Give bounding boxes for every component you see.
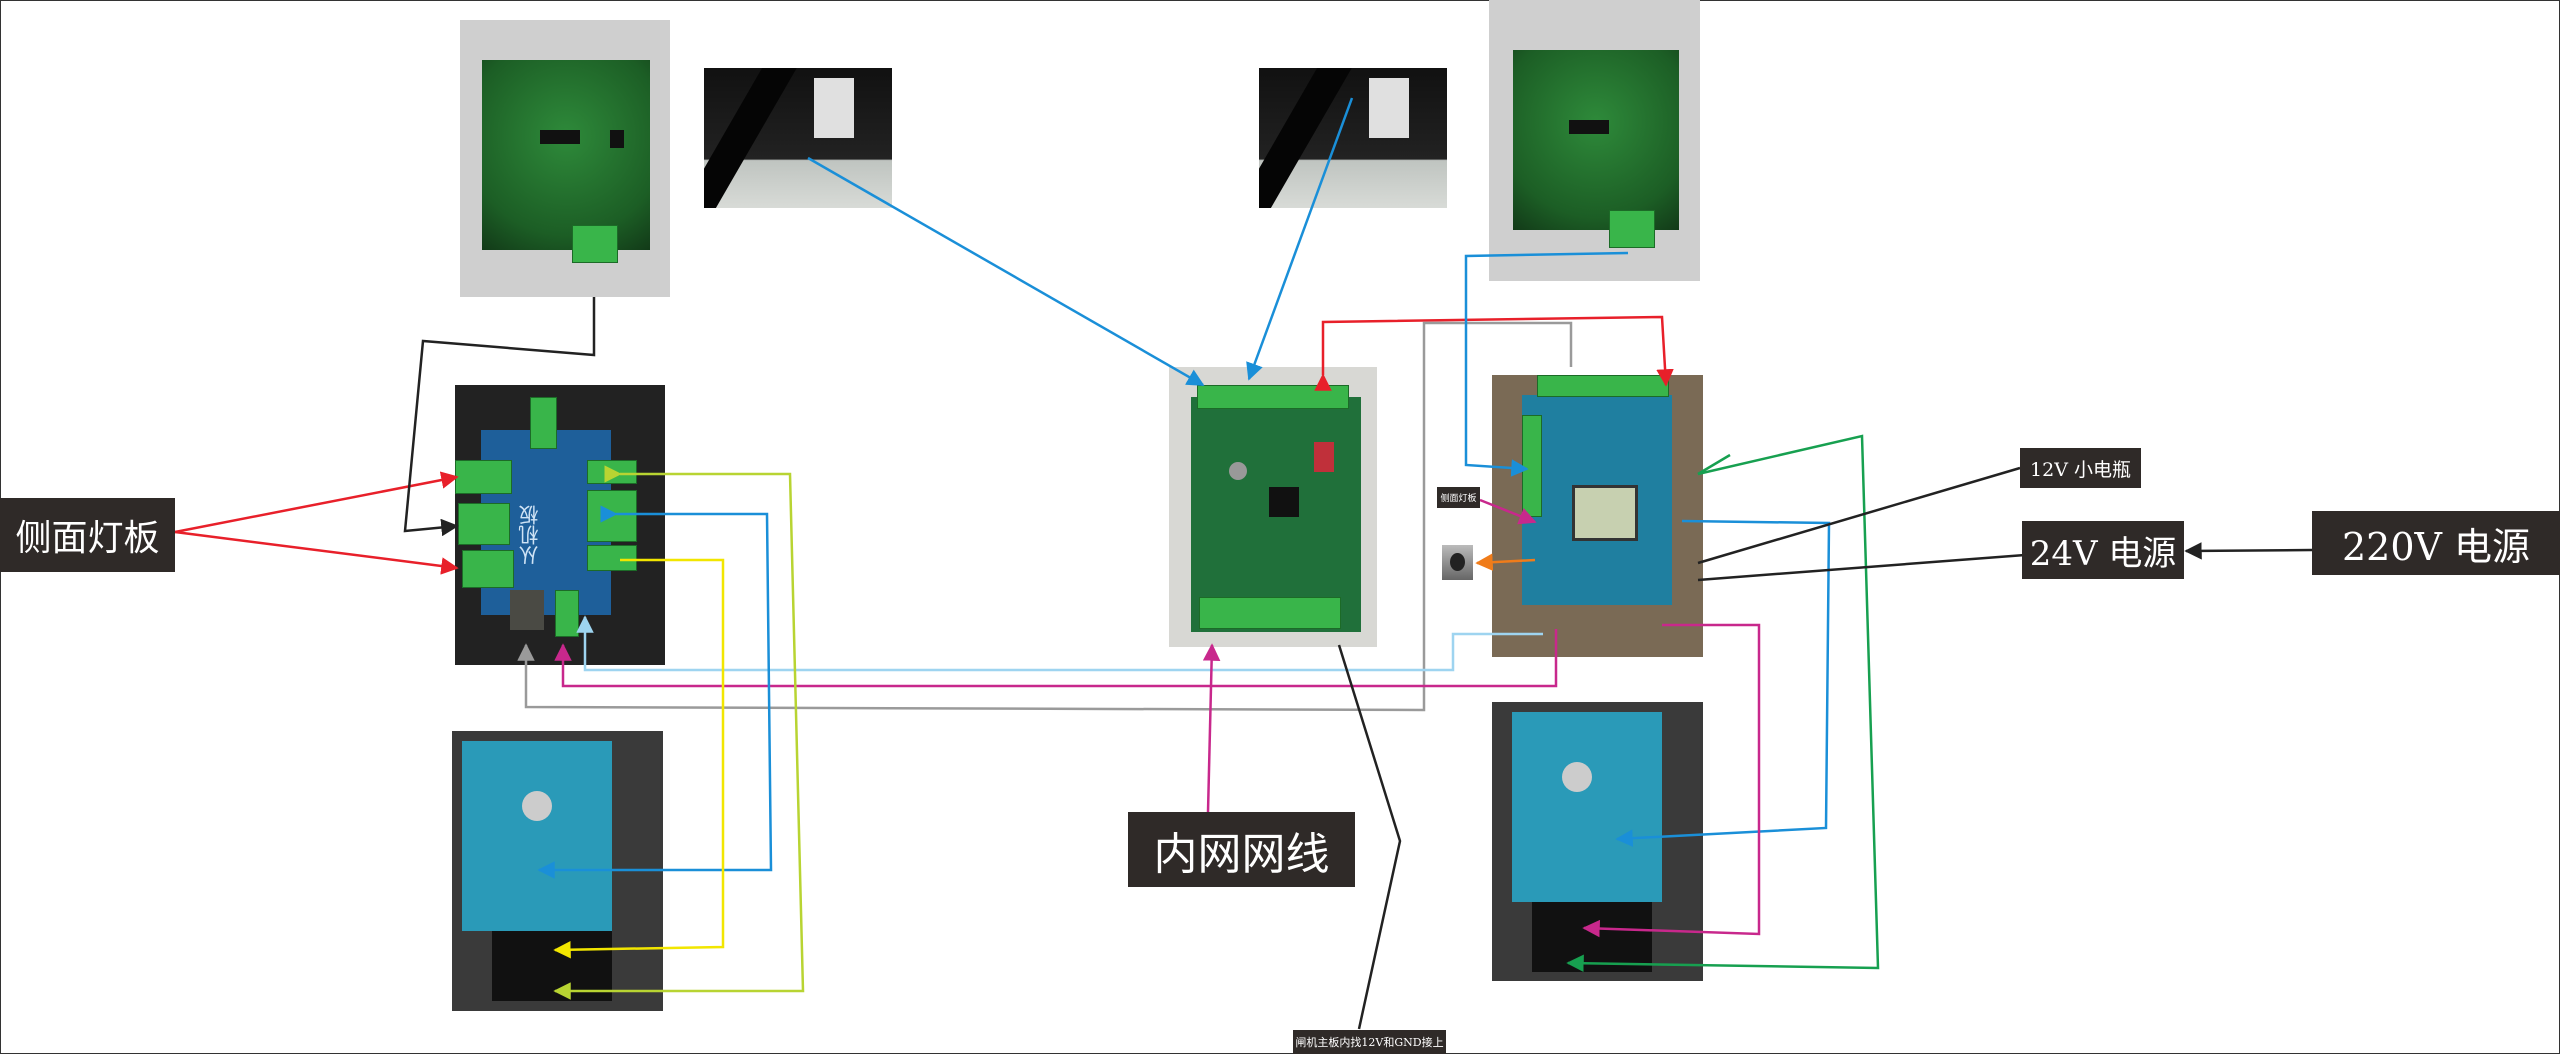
wire-orange-camera	[1475, 553, 1536, 571]
wire-magenta-slave	[554, 629, 1558, 688]
photo-camera-small	[1442, 545, 1473, 580]
photo-main-board	[1169, 367, 1377, 647]
photo-glass-panel-left	[704, 68, 892, 208]
label-main-board-note: 闸机主板内找12V和GND接上	[1293, 1030, 1446, 1054]
wire-black-24v	[1697, 553, 2026, 582]
photo-glass-panel-right	[1259, 68, 1447, 208]
label-12v-battery: 12V 小电瓶	[2020, 448, 2141, 488]
wire-magenta-motor-right	[1582, 623, 1761, 938]
wire-blue-motor-left	[537, 505, 773, 879]
wire-black-top-light	[403, 297, 596, 537]
wire-blue-glass-left	[807, 156, 1205, 387]
wire-yellowgreen-motor-left	[553, 465, 805, 1000]
wire-red-main-controller	[1314, 315, 1674, 391]
wire-magenta-small-label	[1479, 498, 1537, 525]
wire-magenta-intranet	[1202, 643, 1221, 813]
label-side-light-board-small: 侧面灯板	[1437, 487, 1480, 508]
arrow-220v-to-24v	[2184, 542, 2313, 560]
wire-black-12v	[1697, 466, 2021, 565]
label-side-light-board: 侧面灯板	[0, 498, 175, 572]
wire-gray-controller	[517, 321, 1573, 712]
wire-blue-top-right-light	[1464, 251, 1629, 477]
wire-lightblue	[576, 615, 1543, 672]
wire-red-side-light-1	[174, 471, 459, 534]
wire-yellow-motor-left	[553, 558, 725, 959]
wire-red-side-light-2	[174, 530, 459, 575]
label-24v-power: 24V 电源	[2022, 521, 2184, 579]
wire-green-motor-right-2	[1697, 453, 1731, 476]
photo-top-right-light-pcb	[1489, 0, 1700, 281]
label-220v-power: 220V 电源	[2312, 511, 2560, 575]
wire-green-motor-right	[1566, 434, 1880, 973]
label-intranet-cable: 内网网线	[1128, 812, 1355, 887]
wire-black-note	[1337, 644, 1402, 1030]
photo-top-left-light-pcb	[460, 20, 670, 297]
wire-blue-glass-right	[1246, 97, 1354, 381]
wire-blue-motor-right	[1615, 519, 1831, 847]
